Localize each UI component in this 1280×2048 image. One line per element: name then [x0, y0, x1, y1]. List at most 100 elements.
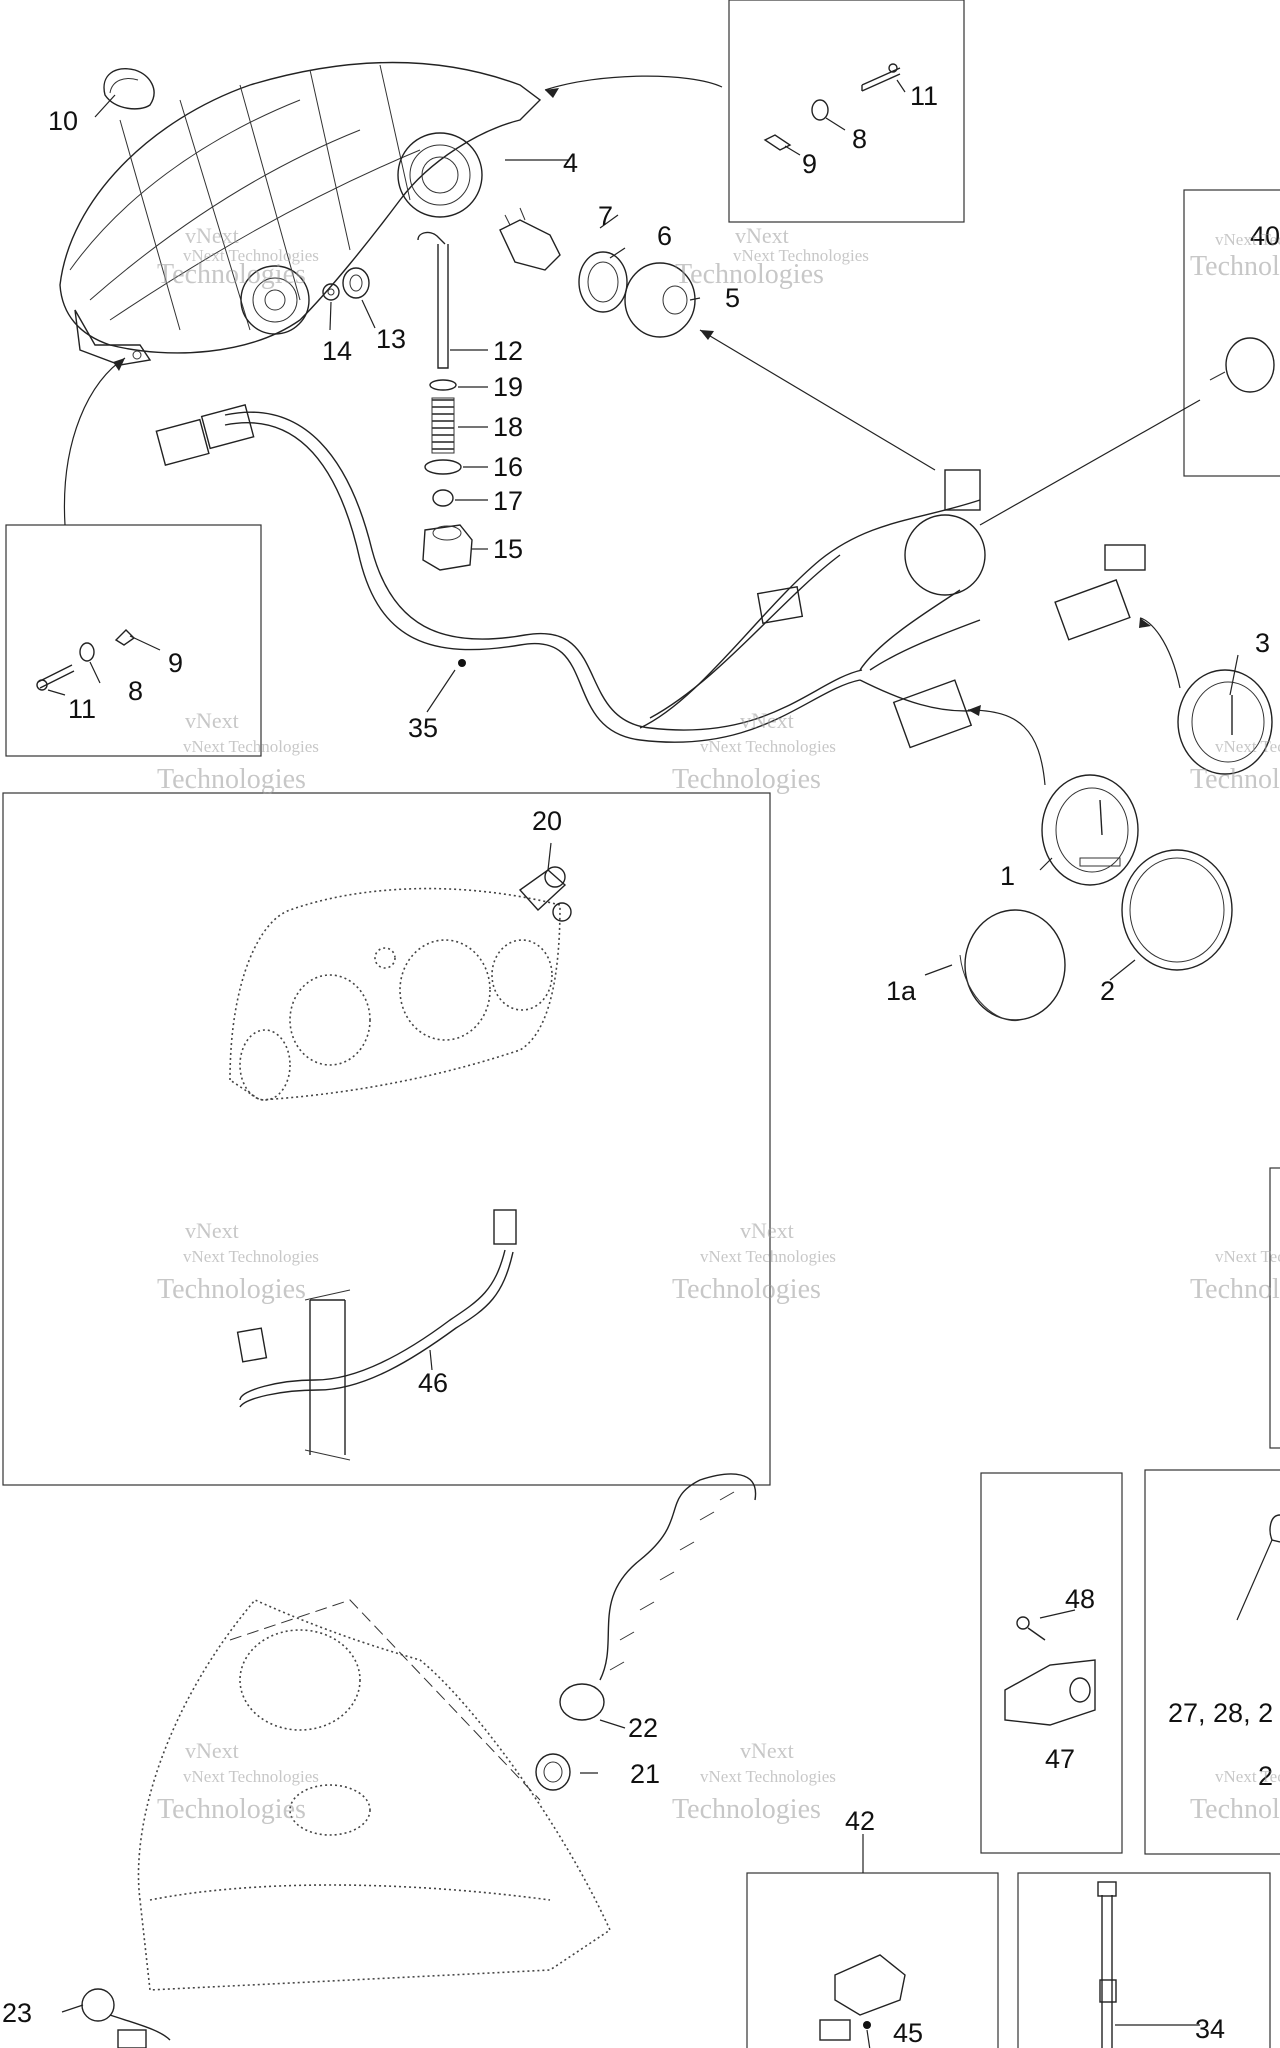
callout-6: 6 [657, 221, 672, 251]
detail-box-part-27 [1144, 1469, 1280, 1855]
svg-text:Technologies: Technologies [1190, 251, 1280, 282]
headlight-assembly [59, 61, 542, 366]
callout-21: 21 [630, 1759, 660, 1789]
screw-part-11-top [861, 63, 901, 92]
callout-9-top: 9 [802, 149, 817, 179]
callout-34: 34 [1195, 2014, 1225, 2044]
svg-text:Technologies: Technologies [157, 764, 306, 795]
callout-2: 2 [1100, 976, 1115, 1006]
svg-text:vNext Technologies: vNext Technologies [700, 1247, 836, 1266]
detail-box-screw-set-left [5, 524, 262, 757]
callout-14: 14 [322, 336, 352, 366]
svg-text:vNext Technologies: vNext Technologies [183, 1767, 319, 1786]
callout-20: 20 [532, 806, 562, 836]
callout-10: 10 [48, 106, 78, 136]
svg-text:vNext: vNext [740, 1218, 794, 1243]
callout-45: 45 [893, 2018, 923, 2048]
bracket-part-47 [1004, 1659, 1096, 1726]
spring-part-18 [431, 397, 455, 454]
callout-2-right: 2 [1258, 1761, 1273, 1791]
svg-text:vNext: vNext [185, 223, 239, 248]
svg-text:vNext Technologies: vNext Technologies [183, 737, 319, 756]
svg-text:vNext Technologies: vNext Technologies [1215, 1767, 1280, 1786]
watermark-3: vNext Technologies Technologies [1190, 230, 1280, 282]
console-outline [137, 1599, 612, 1991]
clip-part-10 [103, 68, 155, 110]
svg-text:vNext Technologies: vNext Technologies [700, 1767, 836, 1786]
washer-part-8-top [811, 99, 829, 121]
ignition-switch-part-20 [518, 866, 572, 922]
dust-cap-part-5 [624, 262, 696, 338]
svg-text:vNext: vNext [735, 223, 789, 248]
callout-48: 48 [1065, 1584, 1095, 1614]
watermark-12: vNext Technologies Technologies [1190, 1767, 1280, 1825]
sub-harness-part-46 [236, 1209, 517, 1461]
svg-text:Technologies: Technologies [157, 259, 306, 290]
detail-box-part-34 [1017, 1872, 1271, 2048]
callout-27-28: 27, 28, 2 [1168, 1698, 1273, 1728]
detail-box-right-top [1183, 189, 1280, 477]
screw-part-11-left [36, 664, 75, 691]
svg-text:vNext: vNext [185, 1738, 239, 1763]
callout-19: 19 [493, 372, 523, 402]
svg-text:vNext: vNext [185, 1218, 239, 1243]
callout-13: 13 [376, 324, 406, 354]
callout-42: 42 [845, 1806, 875, 1836]
pin-part-9-top [763, 134, 792, 151]
callout-3: 3 [1255, 628, 1270, 658]
callout-11-top: 11 [910, 81, 938, 111]
wiring-harness-part-35 [155, 403, 1146, 749]
watermark-8: vNext vNext Technologies Technologies [672, 1218, 836, 1305]
svg-text:Technologies: Technologies [1190, 1794, 1280, 1825]
tether-cord-part-22 [559, 1473, 757, 1721]
detail-box-part-47 [980, 1472, 1123, 1854]
knob-part-15 [422, 524, 473, 571]
callout-16: 16 [493, 452, 523, 482]
svg-text:Technologies: Technologies [157, 1274, 306, 1305]
gauge-part-1 [1041, 774, 1139, 886]
svg-text:vNext Technologies: vNext Technologies [1215, 230, 1280, 249]
watermark-2: vNext vNext Technologies Technologies [675, 223, 869, 290]
svg-text:Technologies: Technologies [157, 1794, 306, 1825]
svg-text:vNext: vNext [185, 708, 239, 733]
callout-40: 40 [1250, 221, 1280, 251]
watermarks: vNext vNext Technologies Technologies vN… [157, 223, 1280, 1825]
callout-8-top: 8 [852, 124, 867, 154]
switch-part-23 [81, 1988, 171, 2048]
svg-text:Technologies: Technologies [675, 259, 824, 290]
callout-18: 18 [493, 412, 523, 442]
svg-text:vNext: vNext [740, 1738, 794, 1763]
detail-box-right-middle [1269, 1167, 1280, 1449]
leader-lines [47, 75, 1273, 2048]
callout-46: 46 [418, 1368, 448, 1398]
callout-23: 23 [2, 1998, 32, 2028]
svg-text:vNext Technologies: vNext Technologies [183, 246, 319, 265]
callout-5: 5 [725, 283, 740, 313]
washer-part-16 [424, 459, 462, 475]
adjuster-bolt-part-12 [417, 231, 449, 369]
svg-text:Technologies: Technologies [672, 764, 821, 795]
watermark-9: vNext Technologies Technologies [1190, 1247, 1280, 1305]
nut-part-17 [432, 489, 454, 507]
watermark-1: vNext vNext Technologies Technologies [157, 223, 319, 290]
retaining-ring-part-6 [578, 251, 628, 313]
bulb-part-7 [499, 207, 561, 271]
callout-17: 17 [493, 486, 523, 516]
callout-8-left: 8 [128, 676, 143, 706]
svg-text:vNext: vNext [740, 708, 794, 733]
watermark-11: vNext vNext Technologies Technologies [672, 1738, 836, 1825]
callout-47: 47 [1045, 1744, 1075, 1774]
screw-part-48 [1016, 1616, 1046, 1641]
gauge-part-3 [1177, 669, 1273, 775]
callout-35: 35 [408, 713, 438, 743]
switch-part-45 [819, 1954, 906, 2041]
instrument-panel-outline [229, 887, 561, 1101]
callout-22: 22 [628, 1713, 658, 1743]
watermark-7: vNext vNext Technologies Technologies [157, 1218, 319, 1305]
svg-text:Technologies: Technologies [1190, 764, 1280, 795]
svg-text:vNext Technologies: vNext Technologies [183, 1247, 319, 1266]
cap-part-21 [535, 1753, 571, 1791]
callout-1a: 1a [886, 976, 917, 1006]
svg-text:Technologies: Technologies [672, 1274, 821, 1305]
